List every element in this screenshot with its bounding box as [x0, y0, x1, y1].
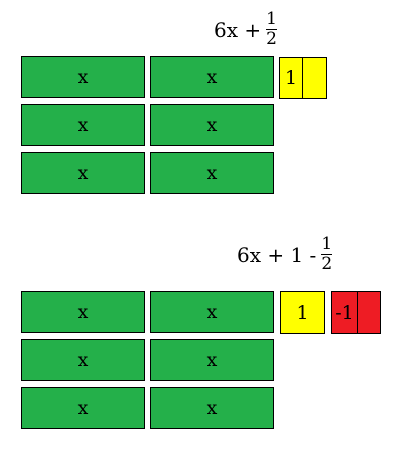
expression-2: 6x + 1 - 1 2 [237, 235, 333, 274]
x-tile: x [21, 56, 145, 98]
expression-1: 6x + 1 2 [214, 10, 278, 49]
negative-half-unit-tile: -1 [331, 291, 381, 334]
fraction-numerator: 1 [266, 9, 277, 29]
expression-1-main: 6x + [214, 17, 262, 42]
fraction-numerator: 1 [321, 234, 333, 254]
x-tile: x [150, 152, 274, 194]
tile-split-line [302, 58, 303, 98]
negative-half-unit-tile-label: -1 [335, 301, 354, 324]
fraction-denominator: 2 [266, 29, 277, 49]
x-tile: x [21, 104, 145, 146]
unit-tile: 1 [280, 291, 325, 334]
x-tile: x [150, 339, 274, 381]
x-tile: x [150, 104, 274, 146]
x-tile: x [21, 387, 145, 429]
x-tile: x [21, 339, 145, 381]
half-unit-tile-label: 1 [284, 67, 298, 89]
half-unit-tile: 1 [279, 57, 327, 99]
fraction-bar [266, 29, 278, 30]
x-tile: x [150, 291, 274, 333]
x-tile: x [150, 56, 274, 98]
fraction-bar [321, 254, 333, 255]
expression-2-main: 6x + 1 - [237, 242, 317, 267]
x-tile: x [21, 291, 145, 333]
tile-split-line [357, 292, 358, 333]
x-tile: x [150, 387, 274, 429]
x-tile: x [21, 152, 145, 194]
fraction-denominator: 2 [321, 254, 333, 274]
expression-1-fraction: 1 2 [265, 10, 278, 49]
expression-2-fraction: 1 2 [320, 235, 333, 274]
